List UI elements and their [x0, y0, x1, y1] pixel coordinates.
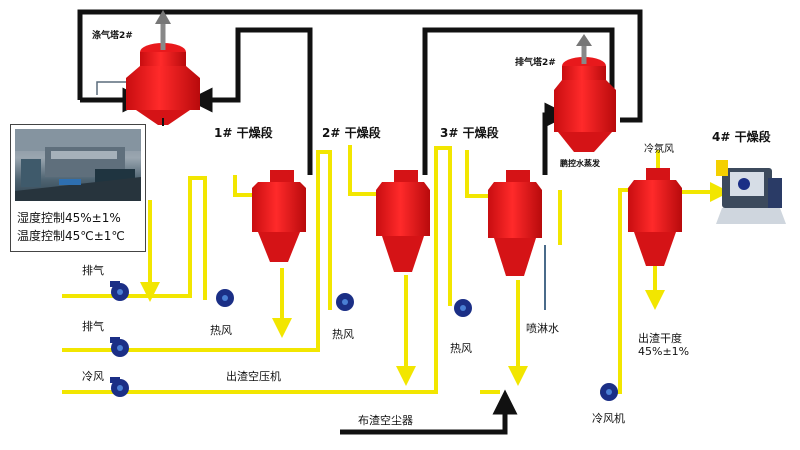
- inlet-exhaust-2-label: 排气: [82, 320, 104, 333]
- fan-hot-air-2: [336, 293, 354, 311]
- stage1-label: 1# 干燥段: [214, 126, 273, 140]
- dryer-stage-1: [252, 170, 306, 262]
- water-spray-label: 喷淋水: [526, 322, 559, 335]
- fan-exhaust-1: [110, 281, 129, 301]
- exhaust-tower-left-label: 涤气塔2#: [92, 31, 133, 41]
- humidity-control-text: 湿度控制45%±1%: [17, 211, 121, 225]
- temperature-control-text: 温度控制45℃±1℃: [17, 229, 125, 243]
- stage4-label: 4# 干燥段: [712, 130, 771, 144]
- outlet-compressor-label: 出渣空压机: [226, 370, 281, 383]
- hot-air-3-label: 热风: [450, 342, 472, 355]
- exhaust-piping: [77, 9, 643, 435]
- hot-air-2-label: 热风: [332, 328, 354, 341]
- control-panel: 湿度控制45%±1% 温度控制45℃±1℃: [10, 124, 146, 252]
- inlet-cold-air-label: 冷风: [82, 370, 104, 383]
- fan-exhaust-2: [110, 337, 129, 357]
- stage2-label: 2# 干燥段: [322, 126, 381, 140]
- plant-photo: [15, 129, 141, 201]
- fan-cold-fan: [600, 383, 618, 401]
- dryer-stage-cold: [628, 168, 682, 266]
- fan-cold-air: [110, 377, 129, 397]
- dryer-stage-2: [376, 170, 430, 272]
- residue-dryness-title: 出渣干度: [638, 332, 682, 345]
- fan-hot-air-1: [216, 289, 234, 307]
- dust-collector-label: 布渣空尘器: [358, 414, 413, 427]
- exhaust-tower-right-label: 排气塔2#: [515, 58, 556, 68]
- dryer-stage-3: [488, 170, 542, 276]
- cold-fan-label: 冷风机: [592, 412, 625, 425]
- hot-air-1-label: 热风: [210, 324, 232, 337]
- inlet-exhaust-1-label: 排气: [82, 264, 104, 277]
- cold-wind-top-label: 冷氛风: [644, 144, 674, 155]
- stage4-machine: [716, 160, 786, 224]
- right-tower-sub-label: 鹏控水蒸发: [560, 159, 600, 168]
- residue-dryness-value: 45%±1%: [638, 345, 690, 358]
- fan-hot-air-3: [454, 299, 472, 317]
- stage3-label: 3# 干燥段: [440, 126, 499, 140]
- exhaust-tower-left: [126, 10, 200, 126]
- exhaust-tower-right: [554, 34, 616, 152]
